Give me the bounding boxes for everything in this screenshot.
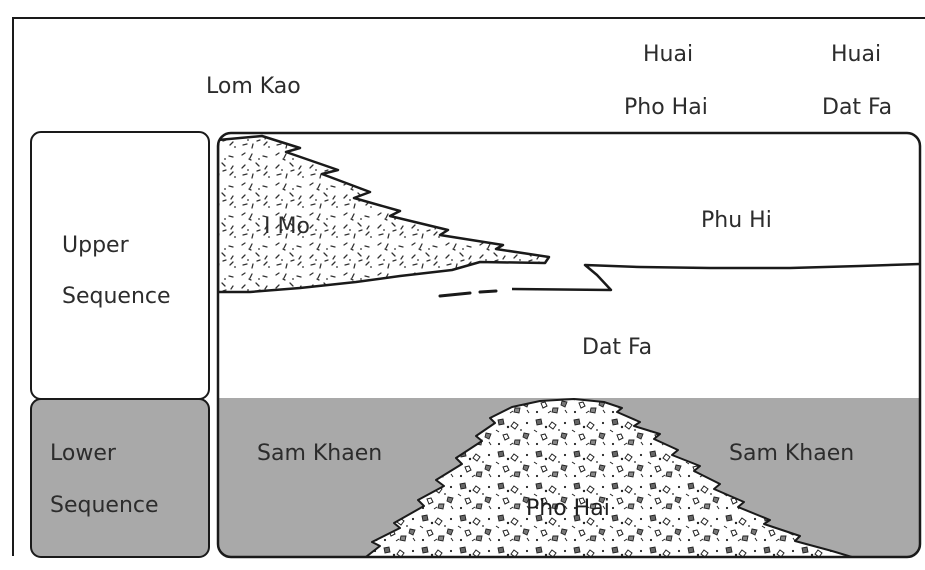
label-lower-sequence: Sequence <box>50 495 159 517</box>
label-huai-pho-hai-line2: Pho Hai <box>624 97 708 119</box>
lower-sequence-box <box>31 399 209 557</box>
label-dat-fa: Dat Fa <box>582 337 652 359</box>
label-upper: Upper <box>62 235 129 257</box>
label-huai-dat-fa-line1: Huai <box>831 44 881 66</box>
label-phu-hi: Phu Hi <box>701 210 772 232</box>
label-sam-khaen-left: Sam Khaen <box>257 443 382 465</box>
label-lower: Lower <box>50 443 116 465</box>
label-i-mo: I Mo <box>264 216 310 238</box>
label-pho-hai: Pho Hai <box>526 498 610 520</box>
label-sam-khaen-right: Sam Khaen <box>729 443 854 465</box>
label-upper-sequence: Sequence <box>62 286 171 308</box>
label-huai-dat-fa-line2: Dat Fa <box>822 97 892 119</box>
upper-sequence-box <box>31 132 209 399</box>
label-lom-kao: Lom Kao <box>206 76 301 98</box>
label-huai-pho-hai-line1: Huai <box>643 44 693 66</box>
